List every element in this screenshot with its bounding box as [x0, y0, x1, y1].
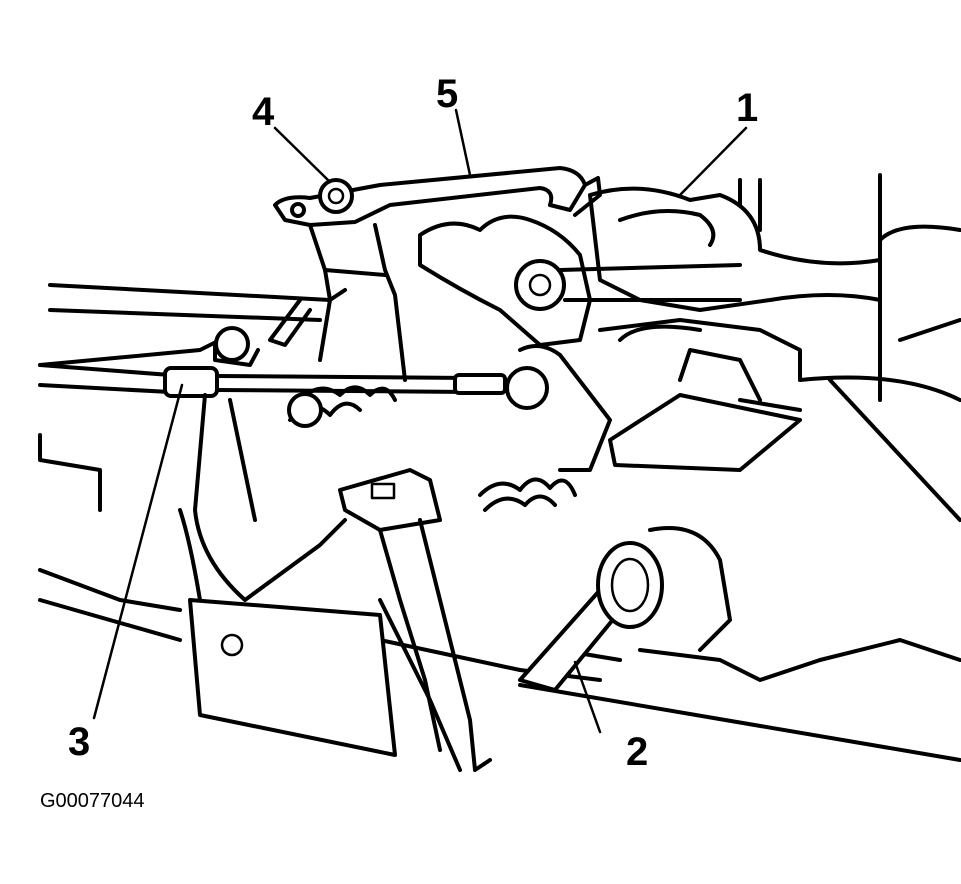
tab-plate [608, 348, 802, 472]
figure-id: G00077044 [40, 790, 145, 812]
cable-bracket [338, 468, 492, 772]
callout-3: 3 [68, 720, 91, 764]
callout-5: 5 [436, 72, 459, 116]
mounting-bracket [268, 223, 407, 382]
callout-4: 4 [252, 90, 275, 134]
cable-linkage [38, 326, 612, 472]
throttle-lever [273, 166, 602, 227]
callout-1: 1 [736, 86, 759, 130]
lower-plate [178, 393, 397, 757]
throttle-shaft [518, 526, 732, 692]
leader-lines [92, 108, 748, 734]
throttle-body [418, 186, 882, 382]
return-spring [287, 385, 577, 512]
callout-2: 2 [626, 730, 649, 774]
